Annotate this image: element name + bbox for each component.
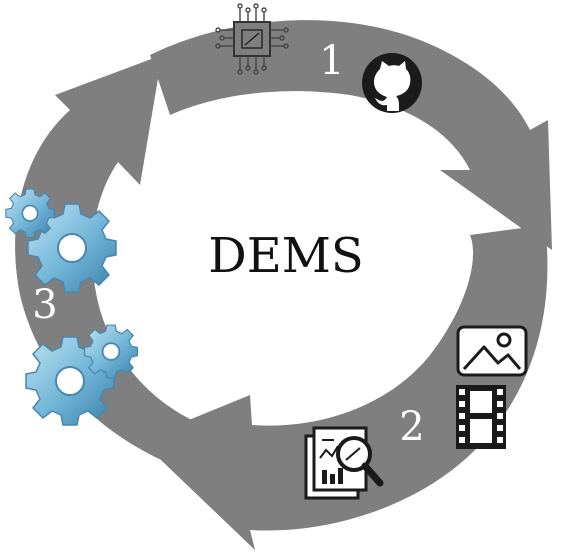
step-number-1: 1: [319, 38, 344, 84]
cycle-ring: [15, 20, 552, 550]
step-number-3: 3: [32, 282, 57, 328]
gear-icon: [5, 188, 55, 239]
gear-icon: [83, 324, 139, 379]
film-strip-icon: [456, 385, 506, 449]
step-number-2: 2: [399, 404, 424, 450]
gear-icon: [27, 203, 117, 293]
cycle-arrow-1: [150, 20, 552, 251]
image-icon: [456, 325, 528, 377]
github-icon: [362, 53, 422, 113]
microchip-icon: [215, 3, 289, 75]
cycle-arrow-2: [140, 225, 548, 550]
diagram-title: DEMS: [208, 228, 364, 284]
gears-icon: [5, 188, 139, 426]
report-search-icon: [304, 426, 384, 500]
